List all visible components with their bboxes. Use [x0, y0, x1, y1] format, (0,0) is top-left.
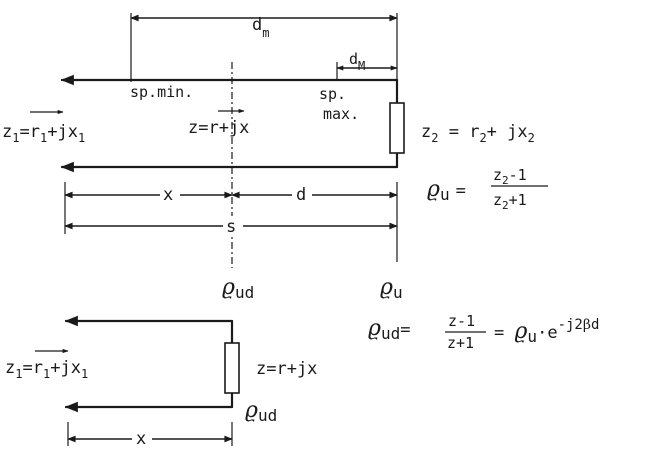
s-label-bg: [223, 216, 243, 236]
rho-symbol: ϱ: [380, 275, 393, 300]
d-label: d: [296, 185, 306, 205]
sp-min-label: sp.min.: [130, 83, 193, 101]
z2-label: z2 = r2+ jx2: [421, 122, 535, 145]
rho-ud-eq-lhs: ϱud=: [368, 316, 410, 343]
dM-label: dM: [349, 50, 365, 73]
bottom-z1-label: z1=r1+jx1: [5, 358, 88, 381]
rho-symbol: ϱ: [427, 177, 440, 202]
rho-symbol: ϱ: [368, 316, 381, 341]
dm-label-sub: m: [262, 26, 269, 40]
bottom-x-label-bg: [132, 429, 152, 449]
sp-max-label-line1: sp.: [319, 85, 346, 103]
dm-label-main: d: [252, 15, 262, 35]
rho-symbol: ϱ: [245, 398, 258, 423]
x-label-bg: [160, 184, 180, 204]
rho-ud-eq-rhs: = ϱu·e-j2βd: [494, 317, 599, 346]
rho-u-frac-denominator: z2+1: [493, 191, 527, 212]
rho-u-frac-numerator: z2-1: [493, 166, 527, 187]
rho-u-eq-lhs: ϱu=: [427, 177, 466, 204]
sp-max-label-line2: max.: [323, 105, 359, 123]
dm-label: dm: [252, 15, 269, 40]
bottom-load-impedance-z: [224, 342, 240, 394]
rho-ud-frac-denominator: z+1: [447, 334, 474, 352]
load-impedance-z2: [389, 102, 405, 154]
d-label-bg: [292, 184, 312, 204]
rho-symbol: ϱ: [222, 275, 235, 300]
z-label: z=r+jx: [188, 118, 249, 138]
bottom-rho-ud-label: ϱud: [245, 398, 277, 425]
rho-symbol: ϱ: [514, 319, 527, 344]
bottom-x-label: x: [136, 429, 146, 449]
dM-label-sub: M: [358, 59, 365, 73]
dM-label-main: d: [349, 50, 358, 68]
z1-label: z1=r1+jx1: [2, 122, 85, 145]
s-label: s: [226, 217, 236, 237]
x-label: x: [163, 185, 173, 205]
rho-u-label: ϱu: [380, 275, 403, 302]
rho-ud-label: ϱud: [222, 275, 254, 302]
rho-ud-frac-numerator: z-1: [448, 312, 475, 330]
bottom-z-label: z=r+jx: [256, 359, 317, 379]
